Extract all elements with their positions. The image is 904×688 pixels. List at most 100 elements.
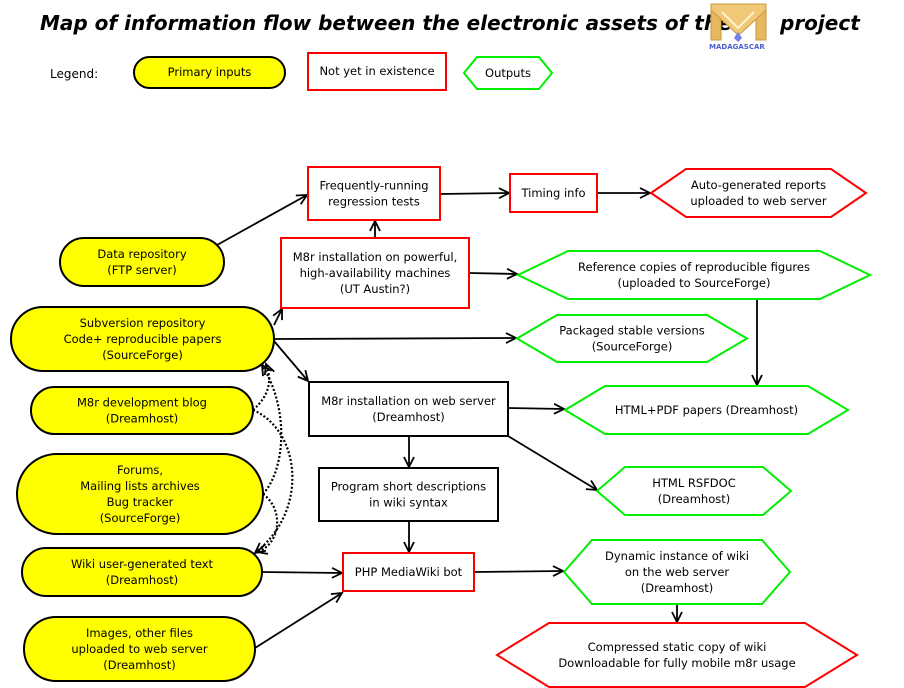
- node-label-line: PHP MediaWiki bot: [355, 565, 463, 579]
- diagram-title: Map of information flow between the elec…: [40, 11, 732, 35]
- node-label-line: (Dreamhost): [103, 658, 175, 672]
- node-images: Images, other files uploaded to web serve…: [23, 616, 256, 682]
- logo-text: MADAGASCAR: [709, 43, 765, 51]
- node-timing: Timing info: [509, 173, 598, 213]
- node-label-line: (Dreamhost): [106, 412, 178, 426]
- node-label-line: Frequently-running: [319, 179, 428, 193]
- node-shape: [16, 453, 264, 535]
- edge-wiki_text-to-wiki_bot: [261, 567, 345, 579]
- node-shape: [563, 385, 850, 435]
- node-label-line: Forums,: [117, 463, 163, 477]
- edge-data_repo-to-regression: [216, 194, 309, 246]
- edge-web_install-to-html_pdf: [507, 403, 567, 415]
- node-label-line: (FTP server): [107, 263, 176, 277]
- node-packaged: Packaged stable versions (SourceForge): [515, 314, 749, 363]
- node-prog-desc: Program short descriptions in wiki syntax: [318, 467, 499, 522]
- node-label-line: Images, other files: [86, 626, 193, 640]
- node-label-line: Downloadable for fully mobile m8r usage: [558, 656, 795, 670]
- node-label-line: (Dreamhost): [658, 492, 730, 506]
- legend-label: Legend:: [50, 67, 98, 81]
- node-ref-figures: Reference copies of reproducible figures…: [515, 250, 873, 300]
- node-shape: [308, 381, 509, 437]
- node-label-line: Reference copies of reproducible figures: [578, 260, 810, 274]
- node-label-line: in wiki syntax: [369, 496, 448, 510]
- node-label-line: Compressed static copy of wiki: [588, 640, 767, 654]
- node-label-line: Timing info: [520, 186, 585, 200]
- node-shape: [30, 386, 254, 435]
- node-label-line: Auto-generated reports: [691, 178, 826, 192]
- node-label-line: (UT Austin?): [340, 282, 410, 296]
- node-regression: Frequently-running regression tests: [307, 166, 441, 221]
- node-shape: [495, 622, 859, 688]
- node-label-line: Subversion repository: [80, 316, 206, 330]
- node-label-line: M8r installation on powerful,: [293, 250, 458, 264]
- node-label-line: (uploaded to SourceForge): [617, 276, 770, 290]
- node-label-line: (SourceForge): [592, 340, 673, 354]
- node-shape: [59, 237, 225, 287]
- node-html-pdf: HTML+PDF papers (Dreamhost): [563, 385, 850, 435]
- node-label-line: HTML+PDF papers (Dreamhost): [615, 403, 798, 417]
- node-shape: [280, 237, 470, 309]
- nodes: Data repository (FTP server) Subversion re…: [10, 166, 873, 688]
- edge-forums-to-wiki_text: [255, 493, 279, 555]
- edge-dev_blog-to-svn_repo: [252, 362, 275, 411]
- edge-images-to-wiki_bot: [254, 591, 344, 649]
- node-shape: [23, 616, 256, 682]
- edge-dev_blog-to-wiki_text: [252, 408, 294, 555]
- node-label-line: Bug tracker: [107, 495, 174, 509]
- madagascar-logo: MADAGASCAR: [709, 3, 767, 51]
- diagram-title-suffix: project: [779, 11, 861, 35]
- node-shape: [307, 166, 441, 221]
- edges: [216, 187, 763, 649]
- node-shape: [515, 314, 749, 363]
- node-label-line: (Dreamhost): [372, 410, 444, 424]
- edge-svn_repo-to-packaged: [273, 332, 519, 344]
- node-label-line: Dynamic instance of wiki: [605, 549, 749, 563]
- legend-primary-inputs: Primary inputs: [133, 56, 286, 89]
- node-label-line: uploaded to web server: [690, 194, 827, 208]
- edge-forums-to-svn_repo: [260, 363, 283, 495]
- node-shape: [21, 547, 263, 597]
- node-label-line: HTML RSFDOC: [652, 476, 736, 490]
- node-shape: [318, 467, 499, 522]
- node-powerful-install: M8r installation on powerful, high-availa…: [280, 237, 470, 309]
- edge-regression-to-timing: [439, 187, 512, 199]
- node-rsfdoc: HTML RSFDOC (Dreamhost): [595, 466, 793, 516]
- node-wiki-bot: PHP MediaWiki bot: [342, 552, 475, 592]
- edge-web_install-to-rsfdoc: [507, 435, 599, 492]
- node-label-line: (SourceForge): [100, 511, 181, 525]
- node-shape: [595, 466, 793, 516]
- node-label-line: Code+ reproducible papers: [64, 332, 222, 346]
- node-label-line: high-availability machines: [300, 266, 451, 280]
- node-web-install: M8r installation on web server (Dreamhost…: [308, 381, 509, 437]
- node-shape: [562, 539, 792, 605]
- node-label-line: Data repository: [97, 247, 186, 261]
- node-label-line: Packaged stable versions: [559, 324, 705, 338]
- node-shape: [10, 306, 275, 372]
- node-label-line: (Dreamhost): [106, 573, 178, 587]
- node-label-line: uploaded to web server: [71, 642, 208, 656]
- node-shape: [342, 552, 475, 592]
- node-label-line: regression tests: [328, 195, 420, 209]
- edge-svn_repo-to-web_install: [273, 340, 310, 383]
- edge-svn_repo-to-powerful_install: [272, 307, 283, 326]
- node-label-line: M8r development blog: [77, 396, 207, 410]
- node-label-line: M8r installation on web server: [321, 394, 496, 408]
- node-static-wiki: Compressed static copy of wikiDownloadab…: [495, 622, 859, 688]
- node-label-line: Wiki user-generated text: [71, 557, 214, 571]
- legend-outputs: Outputs: [462, 56, 554, 90]
- legend-outputs-label: Outputs: [485, 66, 531, 80]
- node-label-line: (Dreamhost): [641, 581, 713, 595]
- node-shape: [515, 250, 873, 300]
- legend-not-yet-in-existence: Not yet in existence: [307, 52, 447, 91]
- node-label-line: Program short descriptions: [331, 480, 486, 494]
- node-shape: [509, 173, 598, 213]
- edge-wiki_bot-to-dyn_wiki: [473, 565, 566, 577]
- node-data-repo: Data repository (FTP server): [59, 237, 225, 287]
- node-shape: [649, 168, 868, 218]
- node-dev-blog: M8r development blog (Dreamhost): [30, 386, 254, 435]
